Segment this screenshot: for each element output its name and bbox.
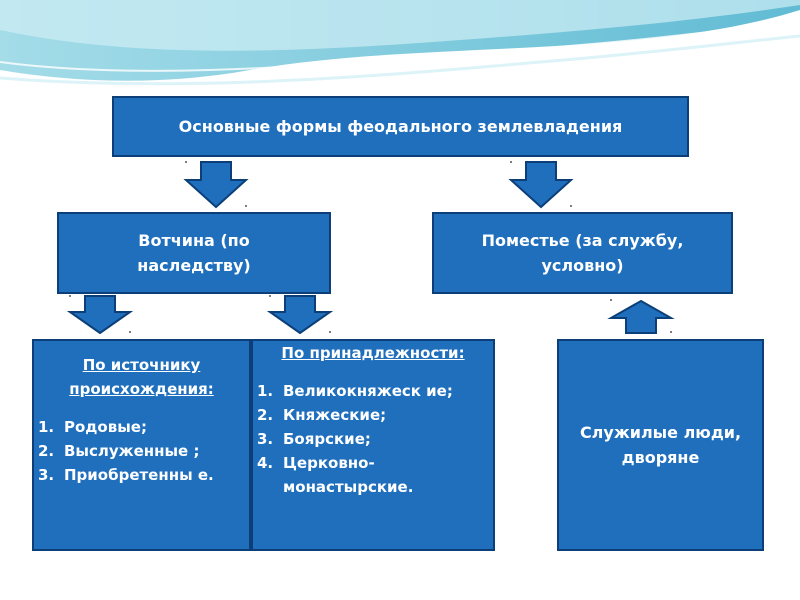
origin-heading: По источнику происхождения: xyxy=(69,356,214,398)
ownership-box: По принадлежности: 1.Великокняжеск ие; 2… xyxy=(251,339,495,551)
pomestie-box: Поместье (за службу, условно) xyxy=(432,212,733,294)
ownership-heading: По принадлежности: xyxy=(281,344,465,362)
decorative-waves xyxy=(0,0,800,86)
pomestie-label: Поместье (за службу, условно) xyxy=(481,231,684,275)
list-item: 3.Приобретенны е. xyxy=(38,466,214,484)
up-arrow-icon xyxy=(607,299,675,334)
servicemen-box: Служилые люди, дворяне xyxy=(557,339,764,551)
main-title: Основные формы феодального землевладения xyxy=(178,117,623,136)
origin-box: По источнику происхождения: 1.Родовые; 2… xyxy=(32,339,251,551)
votchina-box: Вотчина (по наследству) xyxy=(57,212,331,294)
votchina-label: Вотчина (по наследству) xyxy=(137,231,251,275)
list-item: 2.Выслуженные ; xyxy=(38,442,200,460)
down-arrow-icon xyxy=(66,295,134,335)
down-arrow-icon xyxy=(183,161,249,209)
list-item: 3.Боярские; xyxy=(257,430,371,448)
list-item: 4.Церковно-монастырские. xyxy=(257,454,414,496)
list-item: 1.Родовые; xyxy=(38,418,147,436)
down-arrow-icon xyxy=(508,161,574,209)
origin-list: 1.Родовые; 2.Выслуженные ; 3.Приобретенн… xyxy=(38,415,245,487)
ownership-list: 1.Великокняжеск ие; 2.Княжеские; 3.Боярс… xyxy=(257,379,489,499)
down-arrow-icon xyxy=(266,295,334,335)
main-title-box: Основные формы феодального землевладения xyxy=(112,96,689,157)
servicemen-label: Служилые люди, дворяне xyxy=(579,423,742,467)
list-item: 1.Великокняжеск ие; xyxy=(257,382,453,400)
list-item: 2.Княжеские; xyxy=(257,406,387,424)
